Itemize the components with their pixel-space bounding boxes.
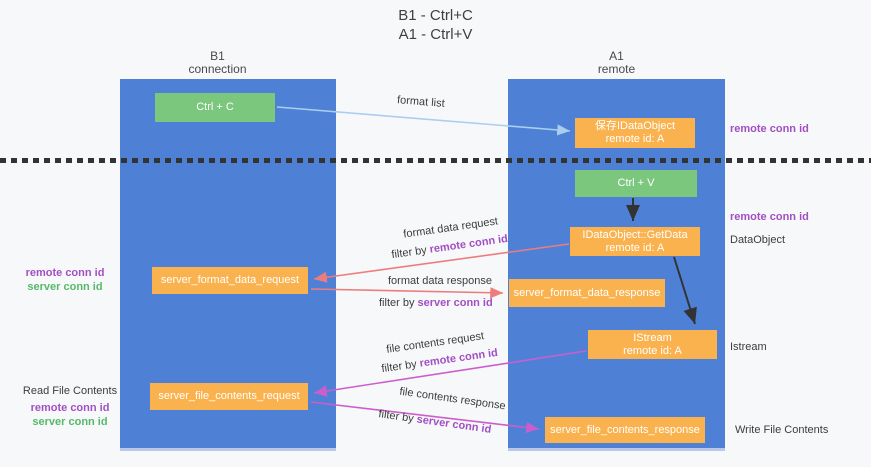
annotation-left-bottom-server-conn-id: server conn id <box>32 416 108 428</box>
annotation-read-file-contents: Read File Contents <box>22 385 118 397</box>
annotation-left-remote-conn-id: remote conn id <box>25 267 105 279</box>
annotation-left-bottom-remote-conn-id: remote conn id <box>30 402 110 414</box>
filter-key-remote-conn-id: remote conn id <box>428 232 509 256</box>
node-save-idataobject-line1: 保存IDataObject <box>594 120 676 132</box>
title-line-2: A1 - Ctrl+V <box>398 26 473 43</box>
node-server-format-data-request-label: server_format_data_request <box>160 274 300 286</box>
node-ctrl-v: Ctrl + V <box>575 170 697 197</box>
annotation-istream: Istream <box>730 341 767 353</box>
node-getdata-line1: IDataObject::GetData <box>582 228 688 241</box>
node-istream-line1: IStream <box>633 331 672 344</box>
node-istream-line2: remote id: A <box>623 344 682 357</box>
node-server-file-contents-response: server_file_contents_response <box>545 417 705 443</box>
filter-prefix: filter by <box>380 357 421 376</box>
edge-label-filter-format-response: filter by server conn id <box>379 297 493 309</box>
edge-label-format-data-response: format data response <box>388 275 492 287</box>
node-server-file-contents-response-label: server_file_contents_response <box>550 423 700 436</box>
arrow-format-data-response <box>310 287 504 299</box>
title-line-1: B1 - Ctrl+C <box>398 7 473 24</box>
filter-key-remote-conn-id: remote conn id <box>418 346 499 370</box>
filter-prefix: filter by <box>390 243 431 262</box>
lane-left-subtitle: connection <box>188 62 247 76</box>
filter-key-server-conn-id: server conn id <box>417 297 493 309</box>
node-getdata-line2: remote id: A <box>605 241 665 254</box>
edge-label-format-list: format list <box>396 94 446 110</box>
annotation-write-file-contents: Write File Contents <box>735 424 829 436</box>
lane-right-title: A1 <box>609 49 624 63</box>
node-istream: IStream remote id: A <box>588 330 717 359</box>
annotation-remote-conn-id-top: remote conn id <box>730 123 809 135</box>
node-ctrl-v-label: Ctrl + V <box>617 177 655 189</box>
node-idataobject-getdata: IDataObject::GetData remote id: A <box>570 227 700 256</box>
node-server-file-contents-request: server_file_contents_request <box>150 383 308 410</box>
lane-header-right: A1 remote <box>508 50 725 75</box>
edge-label-file-contents-response: file contents response <box>398 385 507 413</box>
node-server-file-contents-request-label: server_file_contents_request <box>158 390 300 402</box>
lane-right-subtitle: remote <box>597 62 636 76</box>
node-save-idataobject: 保存IDataObject remote id: A <box>575 118 695 148</box>
annotation-dataobject: DataObject <box>730 234 786 246</box>
filter-key-server-conn-id: server conn id <box>415 413 493 436</box>
annotation-remote-conn-id-mid: remote conn id <box>730 211 809 223</box>
node-ctrl-c-label: Ctrl + C <box>196 101 234 113</box>
filter-prefix: filter by <box>377 408 418 426</box>
node-server-format-data-request: server_format_data_request <box>152 267 308 294</box>
filter-prefix: filter by <box>379 297 418 309</box>
node-ctrl-c: Ctrl + C <box>155 93 275 122</box>
annotation-left-server-conn-id: server conn id <box>27 281 103 293</box>
lane-left-title: B1 <box>210 49 225 63</box>
node-save-idataobject-line2: remote id: A <box>605 133 665 145</box>
phase-divider-dashed-line <box>0 158 871 163</box>
diagram-title: B1 - Ctrl+C A1 - Ctrl+V <box>0 6 871 44</box>
edge-label-filter-file-response: filter by server conn id <box>378 408 492 436</box>
lane-header-left: B1 connection <box>120 50 315 75</box>
node-server-format-data-response-label: server_format_data_response <box>513 286 661 299</box>
node-server-format-data-response: server_format_data_response <box>509 279 665 307</box>
